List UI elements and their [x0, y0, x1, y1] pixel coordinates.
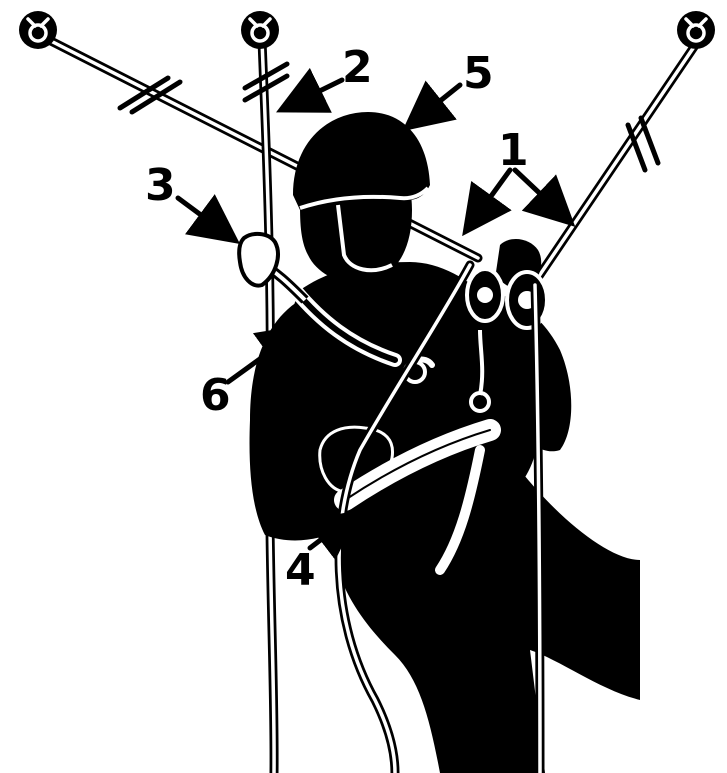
callout-1: 1 [498, 125, 529, 176]
anchor-point-icon [19, 11, 57, 49]
arrow-2 [285, 80, 342, 108]
arrow-1b [515, 170, 568, 220]
arrow-3 [178, 198, 232, 238]
callout-4: 4 [285, 545, 316, 596]
arrow-5 [410, 85, 460, 125]
rope-right-diagonal [535, 38, 700, 282]
callout-5: 5 [463, 48, 494, 99]
anchor-point-icon [677, 11, 715, 49]
arrow-1a [468, 170, 510, 228]
callout-6: 6 [200, 370, 231, 421]
anchor-point-icon [241, 11, 279, 49]
callout-3: 3 [145, 160, 176, 211]
callout-2: 2 [342, 42, 373, 93]
